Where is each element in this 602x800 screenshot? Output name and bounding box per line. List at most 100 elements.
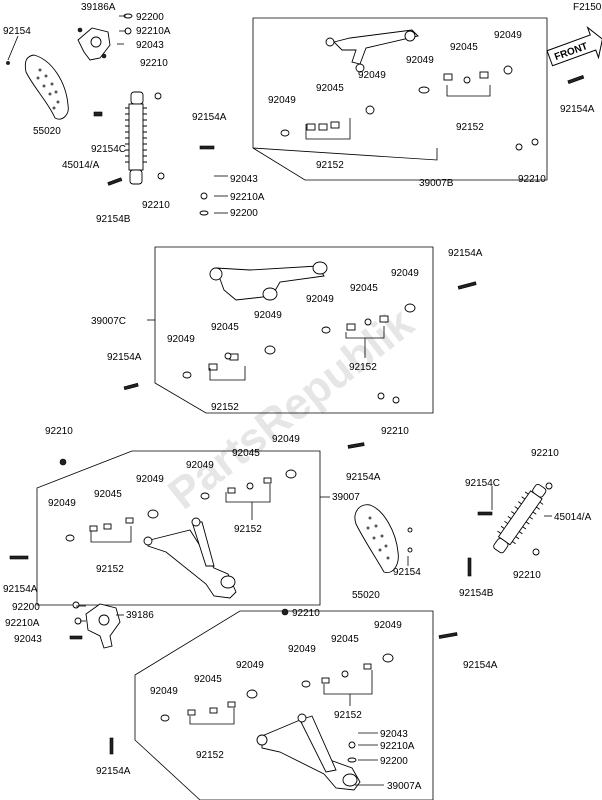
small-fasteners-top-left [6,13,215,216]
bushings-39007A [109,608,458,763]
a-arm-39007 [143,517,237,599]
label-39186A: 39186A [81,2,116,13]
label-92200: 92200 [12,602,40,613]
label-45014A: 45014/A [554,512,592,523]
label-92043: 92043 [230,174,258,185]
label-92045: 92045 [316,83,344,94]
label-92152: 92152 [234,524,262,535]
label-92049: 92049 [236,660,264,671]
label-55020: 55020 [33,126,61,137]
fasteners-right [467,482,553,577]
label-92154: 92154 [3,26,31,37]
label-45014A: 45014/A [62,160,100,171]
label-92152: 92152 [349,362,377,373]
label-92152: 92152 [334,710,362,721]
label-92210: 92210 [140,58,168,69]
label-92049: 92049 [136,474,164,485]
label-92154: 92154 [393,567,421,578]
label-92200: 92200 [136,12,164,23]
label-92210: 92210 [513,570,541,581]
label-92210A: 92210A [5,618,40,629]
knuckle-39186A [77,27,111,61]
label-39007A: 39007A [387,781,422,792]
shock-absorber-45014A-top [125,91,147,185]
label-92045: 92045 [331,634,359,645]
label-92152: 92152 [211,402,239,413]
label-39007C: 39007C [91,316,126,327]
label-92154A: 92154A [346,472,381,483]
leader-lines [7,15,552,786]
label-92152: 92152 [456,122,484,133]
label-92154C: 92154C [465,478,500,489]
label-92154B: 92154B [459,588,494,599]
label-92154B: 92154B [96,214,131,225]
label-92154C: 92154C [91,144,126,155]
label-92210: 92210 [142,200,170,211]
label-92049: 92049 [167,334,195,345]
label-92210A: 92210A [230,192,265,203]
label-92049: 92049 [306,294,334,305]
label-92154A: 92154A [96,766,131,777]
label-92210: 92210 [518,174,546,185]
frame-39007C [154,246,434,414]
label-55020: 55020 [352,590,380,601]
label-92049: 92049 [391,268,419,279]
label-92049: 92049 [288,644,316,655]
label-92045: 92045 [450,42,478,53]
label-92210: 92210 [292,608,320,619]
part-labels: 39186A 92200 92210A 92043 92154 92210 55… [3,2,595,792]
frame-39007A [134,610,434,800]
brake-disc-55020-b [354,504,413,574]
label-92045: 92045 [194,674,222,685]
label-92043: 92043 [380,729,408,740]
bushings-39007B [280,65,585,151]
label-92049: 92049 [254,310,282,321]
label-92045: 92045 [211,322,239,333]
label-92049: 92049 [272,434,300,445]
label-92043: 92043 [136,40,164,51]
a-arm-39007A [256,713,361,791]
label-92045: 92045 [350,283,378,294]
a-arm-39007C [209,261,328,301]
front-arrow-badge: FRONT [546,26,602,67]
label-92154A: 92154A [560,104,595,115]
label-92200: 92200 [230,208,258,219]
label-92152: 92152 [196,750,224,761]
label-92154A: 92154A [107,352,142,363]
label-92210: 92210 [381,426,409,437]
label-92210: 92210 [45,426,73,437]
label-92049: 92049 [358,70,386,81]
label-92200: 92200 [380,756,408,767]
label-92049: 92049 [48,498,76,509]
label-92154A: 92154A [448,248,483,259]
label-92154A: 92154A [463,660,498,671]
brake-disc-55020 [24,54,69,120]
frame-39007B [252,17,548,181]
a-arm-39007B [325,29,419,73]
label-92045: 92045 [232,448,260,459]
label-39007: 39007 [332,492,360,503]
label-92210: 92210 [531,448,559,459]
label-92152: 92152 [316,160,344,171]
label-92049: 92049 [268,95,296,106]
label-92154A: 92154A [3,584,38,595]
label-92049: 92049 [374,620,402,631]
label-92210A: 92210A [380,741,415,752]
label-92043: 92043 [14,634,42,645]
shock-absorber-45014A-b [493,483,547,554]
diagram-code: F2150 [573,2,602,13]
label-92049: 92049 [186,460,214,471]
label-92049: 92049 [494,30,522,41]
label-92154A: 92154A [192,112,227,123]
label-92210A: 92210A [136,26,171,37]
label-39007B: 39007B [419,178,454,189]
bushings-39007 [9,442,365,560]
bushings-39007C [123,281,477,404]
label-92152: 92152 [96,564,124,575]
label-39186: 39186 [126,610,154,621]
frame-39007 [36,450,321,606]
label-92049: 92049 [150,686,178,697]
label-92049: 92049 [406,55,434,66]
label-92045: 92045 [94,489,122,500]
